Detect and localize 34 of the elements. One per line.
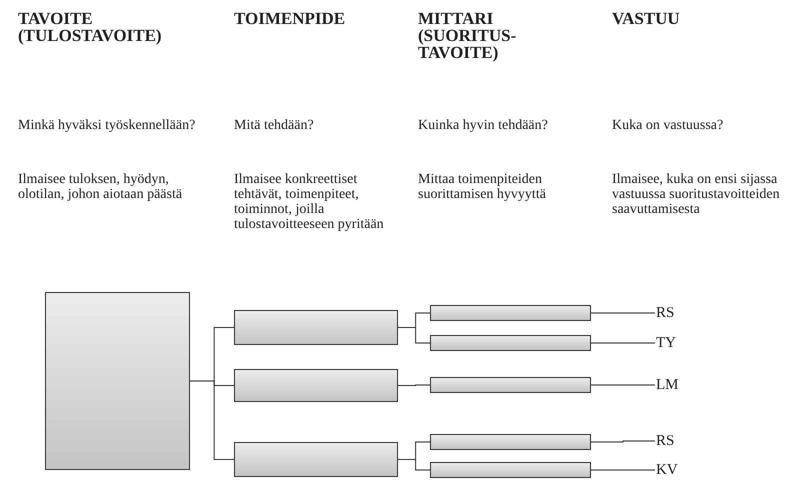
column-description: Ilmaisee, kuka on ensi sijassa vastuussa suoritustavoitteiden saavuttamisesta — [612, 172, 781, 217]
column-description: Ilmaisee konkreettiset tehtävät, toimenpiteet, toiminnot, joilla tulostavoitteeseen pyritään — [234, 172, 385, 232]
column-description: Mittaa toimenpiteiden suorittamisen hyvyyttä — [418, 172, 547, 202]
responsible-code: RS — [656, 433, 674, 449]
responsible-code: RS — [656, 305, 674, 321]
responsible-code: TY — [656, 335, 676, 351]
empty-box — [430, 335, 591, 351]
connector-line — [590, 342, 656, 344]
column-question: Minkä hyväksi työskennellään? — [18, 118, 196, 133]
connector-line — [590, 440, 656, 442]
connector-line — [398, 327, 430, 344]
empty-box — [430, 462, 591, 478]
empty-box — [234, 442, 398, 477]
empty-box — [430, 434, 591, 450]
column-question: Kuka on vastuussa? — [612, 118, 724, 133]
column-question: Kuinka hyvin tehdään? — [418, 118, 549, 133]
connector-line — [190, 380, 234, 460]
responsible-code: KV — [656, 462, 678, 478]
empty-box — [430, 377, 591, 393]
column-description: Ilmaisee tuloksen, hyödyn, olotilan, johon aiotaan päästä — [18, 172, 184, 202]
responsible-code: LM — [656, 377, 678, 393]
empty-box — [430, 305, 591, 321]
column-question: Mitä tehdään? — [234, 118, 315, 133]
column-heading: MITTARI (SUORITUS-TAVOITE) — [418, 10, 518, 61]
column-heading: TAVOITE (TULOSTAVOITE) — [18, 10, 163, 44]
connector-line — [398, 384, 430, 386]
connector-line — [590, 312, 656, 314]
column-heading: TOIMENPIDE — [234, 10, 346, 27]
connector-line — [590, 384, 656, 386]
connector-line — [398, 459, 430, 470]
empty-box — [234, 310, 398, 345]
empty-box — [234, 369, 398, 402]
column-heading: VASTUU — [612, 10, 681, 27]
empty-box — [45, 292, 190, 470]
